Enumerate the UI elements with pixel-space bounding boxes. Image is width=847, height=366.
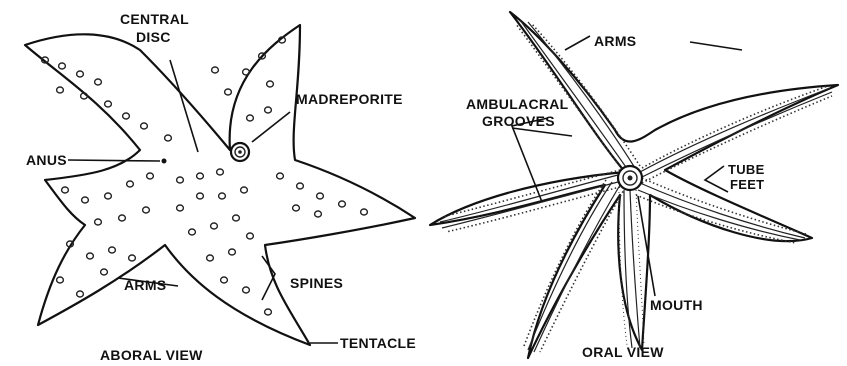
anus-point: [162, 159, 167, 164]
aboral-spot: [212, 67, 219, 73]
arms-label-oral: ARMS: [594, 33, 636, 49]
central-disc-label-line2: DISC: [136, 29, 171, 45]
madreporite-shape: [231, 143, 249, 161]
aboral-spot: [225, 89, 232, 95]
mouth-label: MOUTH: [650, 297, 703, 313]
ambulacral-grooves-label: AMBULACRAL: [466, 96, 569, 112]
ambulacral-grooves-label-line2: GROOVES: [482, 113, 555, 129]
arms-label-aboral: ARMS: [124, 277, 166, 293]
aboral-view-title: ABORAL VIEW: [100, 347, 203, 363]
tube-feet-label: TUBE: [728, 162, 765, 177]
anus-label: ANUS: [26, 152, 67, 168]
mouth-shape: [618, 166, 642, 190]
aboral-spot: [57, 87, 64, 93]
tentacle-label: TENTACLE: [340, 335, 416, 351]
aboral-starfish: [25, 25, 415, 345]
oral-starfish: [430, 12, 838, 358]
oral-view-title: ORAL VIEW: [582, 344, 664, 360]
tube-feet-label-line2: FEET: [730, 177, 764, 192]
central-disc-label: CENTRAL: [120, 11, 189, 27]
madreporite-label: MADREPORITE: [296, 91, 403, 107]
spines-label: SPINES: [290, 275, 343, 291]
